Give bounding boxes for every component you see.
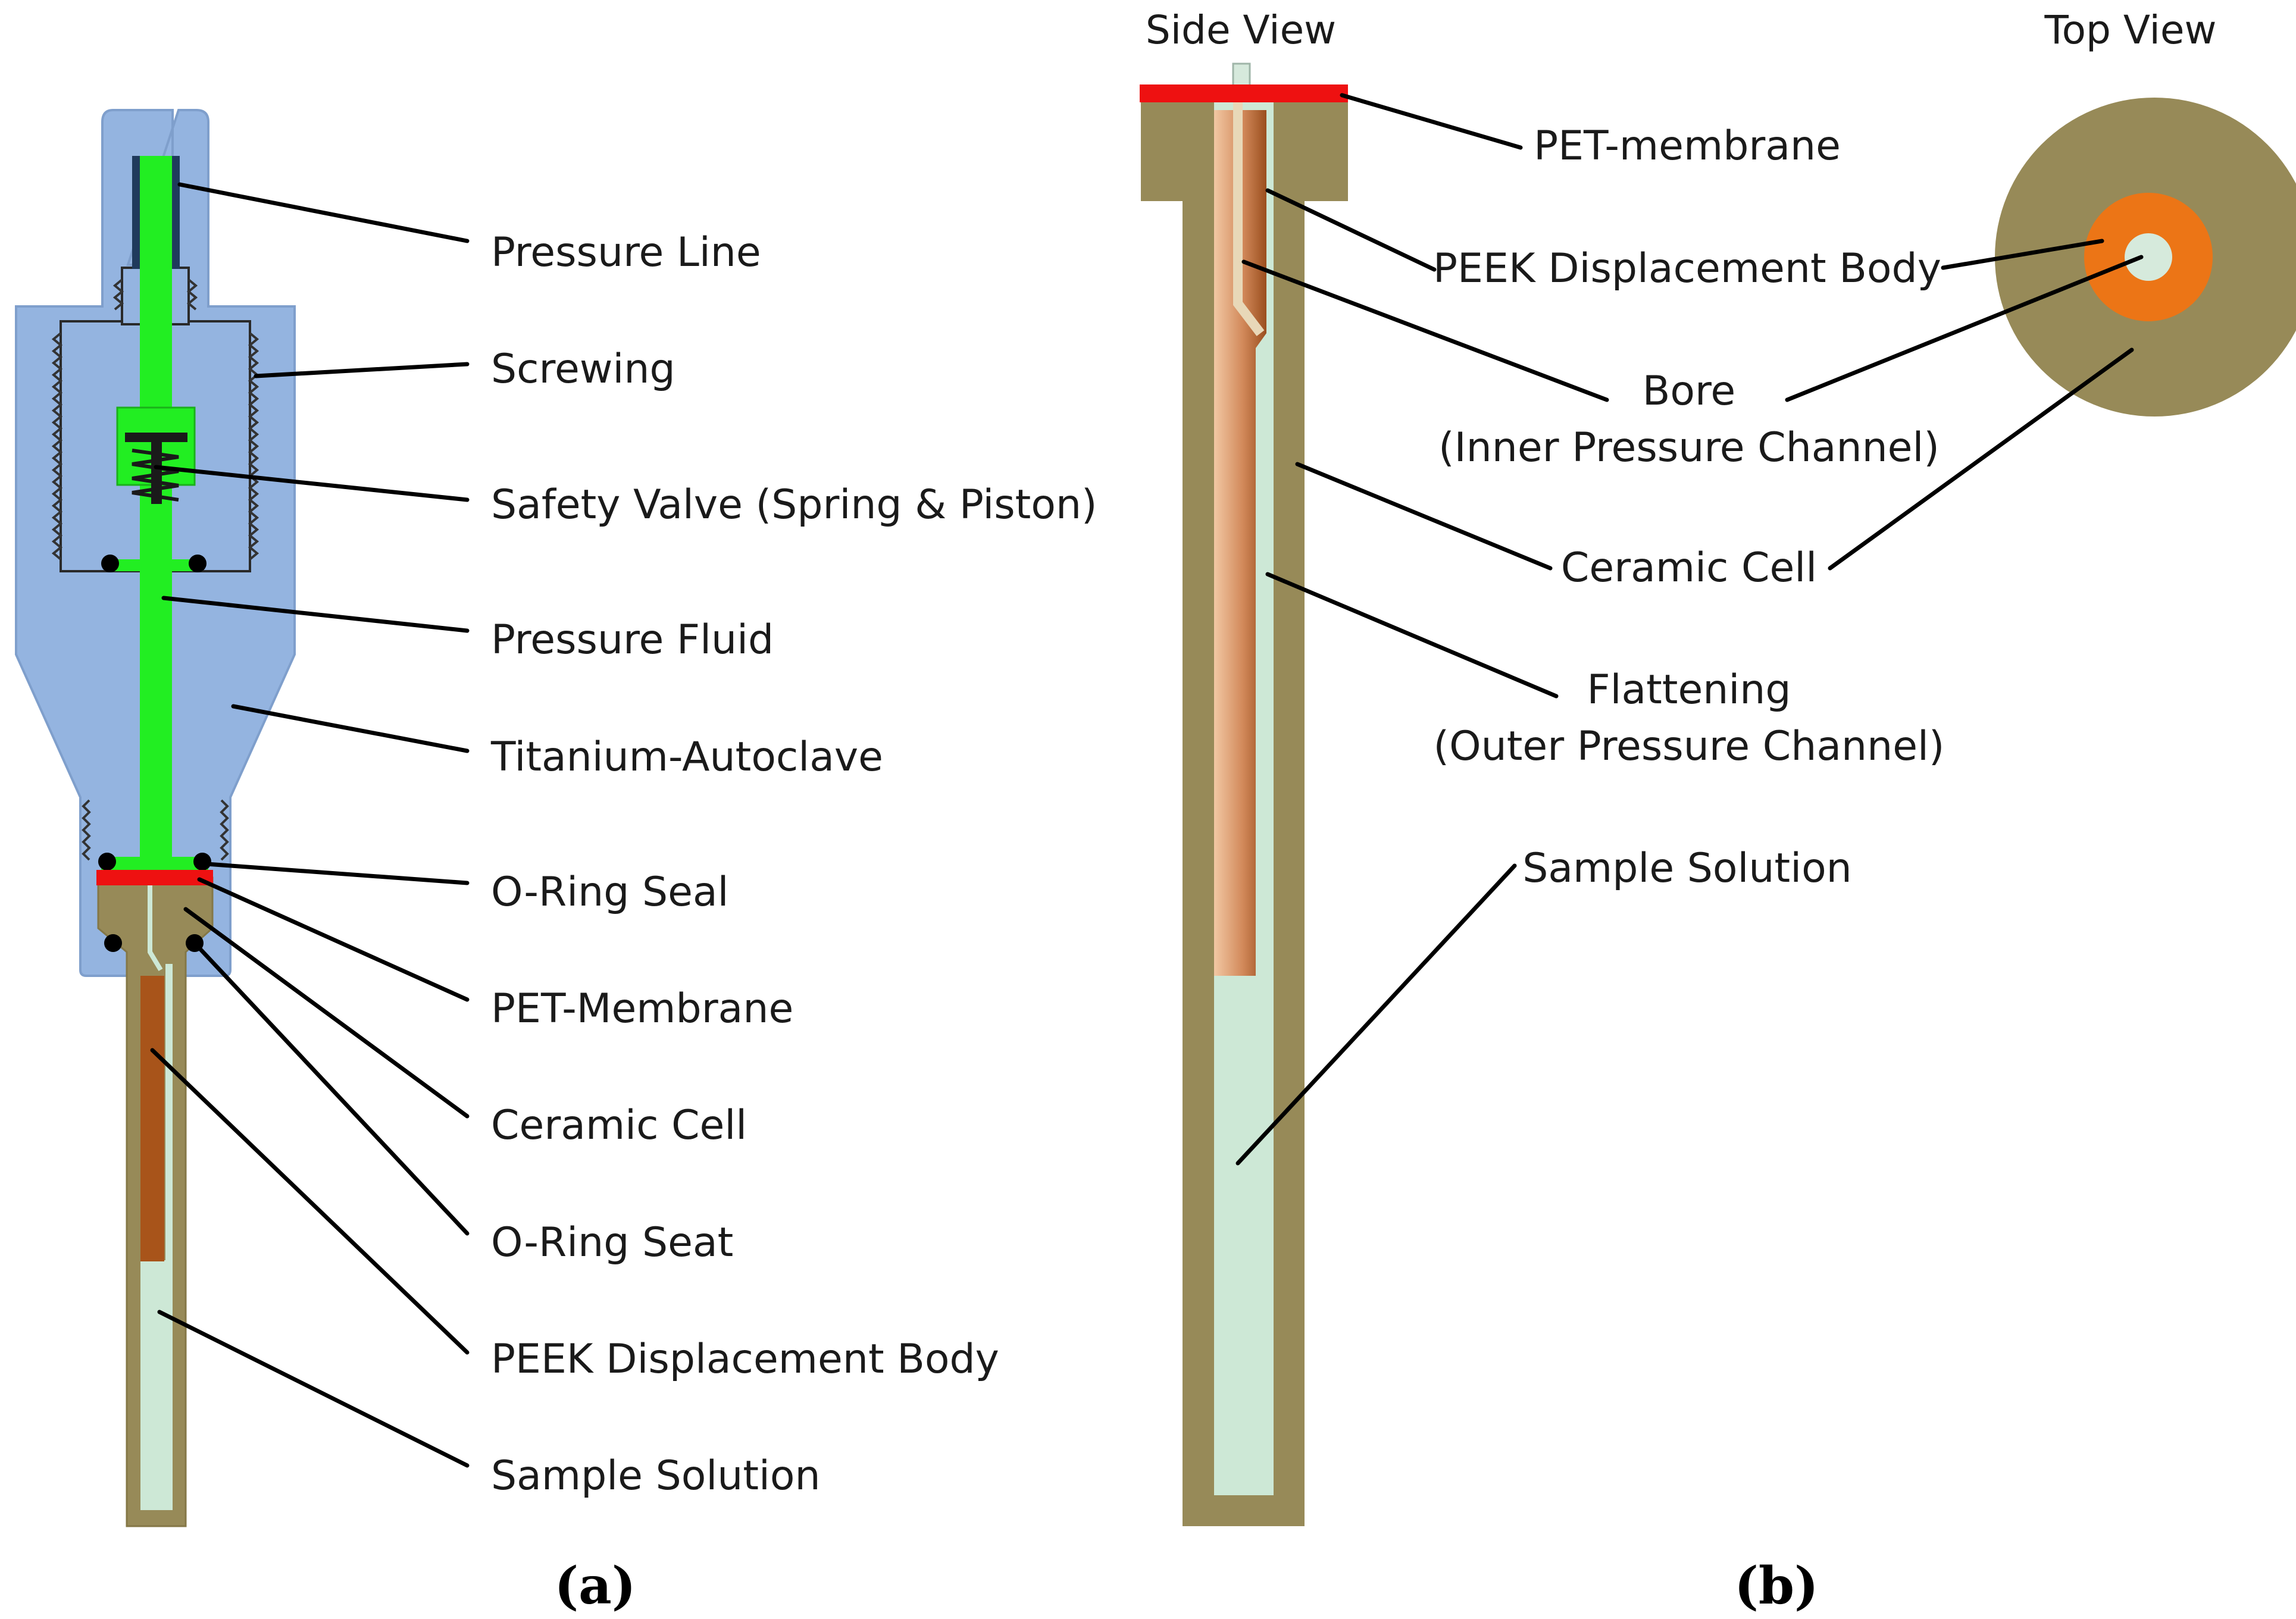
label-bore-sub: (Inner Pressure Channel) (1438, 424, 1940, 471)
flattening-channel-a (165, 964, 173, 1261)
panel-b-labels: Side View Top View PET-membrane PEEK Dis… (1146, 7, 2217, 892)
label-flattening: Flattening (1587, 666, 1791, 713)
panel-label-a: (a) (554, 1556, 636, 1616)
flattening-channel-b (1266, 333, 1274, 976)
o-ring-top-right (189, 555, 207, 572)
label-peek-body-b: PEEK Displacement Body (1433, 245, 1941, 292)
top-view-title: Top View (2044, 7, 2217, 53)
label-titanium-autoclave: Titanium-Autoclave (490, 734, 883, 781)
label-ceramic-cell-b: Ceramic Cell (1561, 544, 1817, 591)
peek-body-a (140, 976, 164, 1261)
label-bore: Bore (1643, 368, 1736, 415)
panel-b-top-view (1995, 98, 2296, 417)
label-peek-body-a: PEEK Displacement Body (491, 1336, 999, 1383)
o-ring-top-left (101, 555, 119, 572)
fluid-crossbar (107, 559, 202, 571)
pressure-line (140, 156, 172, 870)
panel-label-b: (b) (1734, 1556, 1819, 1616)
screw-thread-neck (112, 278, 198, 311)
panel-a-leaders (150, 182, 470, 1468)
label-flattening-sub: (Outer Pressure Channel) (1434, 723, 1945, 770)
label-pressure-fluid: Pressure Fluid (491, 616, 774, 663)
screw-thread-right (248, 332, 259, 560)
label-ceramic-cell-a: Ceramic Cell (491, 1102, 747, 1149)
spring (132, 449, 179, 502)
label-screwing: Screwing (491, 346, 675, 393)
label-o-ring-seal: O-Ring Seal (491, 869, 729, 916)
pet-membrane-a (96, 870, 213, 885)
bore-a (148, 885, 163, 972)
screw-thread-left (51, 332, 63, 560)
bore-b (1233, 89, 1265, 336)
label-o-ring-seat: O-Ring Seat (491, 1219, 733, 1266)
side-view-title: Side View (1146, 7, 1336, 53)
pet-membrane-b (1140, 84, 1348, 102)
label-sample-solution-b: Sample Solution (1522, 845, 1852, 892)
panel-b-leaders (1235, 93, 2144, 1166)
screw-thread-lower (82, 799, 229, 861)
panel-a-drawing (15, 109, 296, 1527)
o-ring-seal-left (98, 853, 116, 870)
label-pressure-line: Pressure Line (491, 229, 761, 276)
o-ring-seal-right (193, 853, 211, 870)
fluid-bottom-plate (101, 857, 208, 870)
label-pet-membrane-a: PET-Membrane (491, 985, 793, 1032)
o-ring-seat-left (104, 934, 122, 952)
top-view-bore (2125, 233, 2172, 281)
label-pet-membrane-b: PET-membrane (1534, 123, 1841, 170)
label-safety-valve: Safety Valve (Spring & Piston) (491, 481, 1097, 528)
sample-solution-a (140, 1260, 173, 1510)
panel-b-side-view (1140, 62, 1348, 1526)
panel-a-labels: Pressure Line Screwing Safety Valve (Spr… (490, 229, 1097, 1499)
label-sample-solution-a: Sample Solution (491, 1452, 821, 1499)
